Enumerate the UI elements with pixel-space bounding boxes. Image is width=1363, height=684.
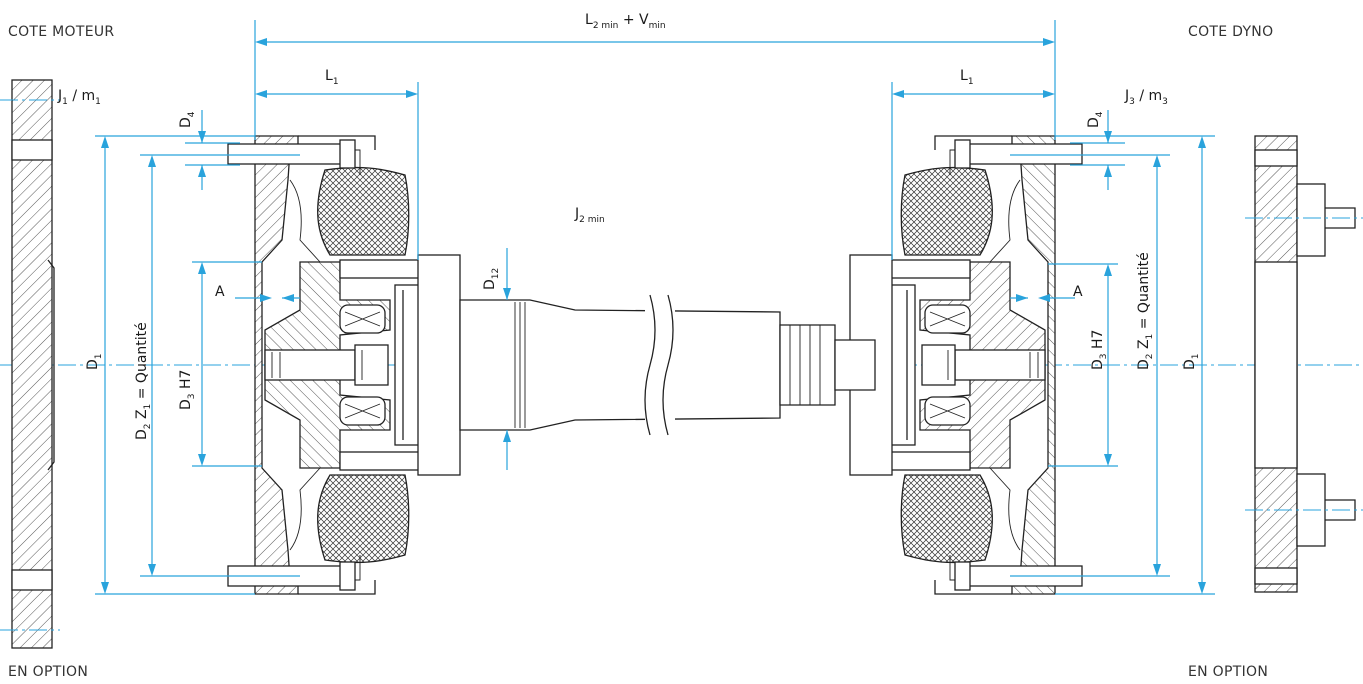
- dimension-a-left: A: [215, 284, 300, 302]
- dim-label-l1-left: L1: [325, 68, 339, 87]
- dim-label-d4-right: D4: [1086, 111, 1105, 128]
- option-label-left: EN OPTION: [8, 664, 88, 680]
- option-label-right: EN OPTION: [1188, 664, 1268, 680]
- dim-label-overall: L2 min + Vmin: [585, 12, 666, 31]
- dim-label-d4-left: D4: [178, 111, 197, 128]
- dim-label-d12: D12: [482, 268, 501, 290]
- optional-flange-left: [0, 79, 60, 649]
- dimension-l1-left: L1: [255, 68, 419, 260]
- dimension-d1-left: D1: [85, 135, 255, 595]
- dimension-d2-right: D2 Z1 = Quantité: [1010, 154, 1170, 577]
- dim-label-d2-z1-right: D2 Z1 = Quantité: [1136, 252, 1155, 370]
- dimension-d12: D12: [482, 248, 511, 470]
- drive-shaft: [459, 294, 876, 436]
- dimension-d4-left: D4: [178, 110, 240, 190]
- dim-label-d3-left: D3 H7: [178, 370, 197, 410]
- optional-flange-right: [1245, 135, 1363, 593]
- dimension-overall-length: L2 min + Vmin: [254, 12, 1056, 140]
- dimension-d2-left: D2 Z1 = Quantité: [134, 154, 300, 577]
- dimension-d3-left: D3 H7: [178, 261, 262, 467]
- dimension-a-right: A: [1010, 284, 1083, 302]
- dim-label-a-right: A: [1073, 284, 1083, 300]
- side-label-motor: COTE MOTEUR: [8, 24, 114, 40]
- side-label-dyno: COTE DYNO: [1188, 24, 1273, 40]
- dim-label-a-left: A: [215, 284, 225, 300]
- dim-label-d1-right: D1: [1182, 353, 1201, 370]
- dimension-l1-right: L1: [891, 68, 1055, 260]
- dim-label-l1-right: L1: [960, 68, 974, 87]
- dim-label-j2: J2 min: [574, 206, 605, 225]
- dimension-d3-right: D3 H7: [1048, 263, 1118, 467]
- dimension-d4-right: D4: [1070, 110, 1125, 190]
- dim-label-d3-right: D3 H7: [1090, 330, 1109, 370]
- dim-label-d1-left: D1: [85, 353, 104, 370]
- dim-label-j1-m1: J1 / m1: [57, 88, 101, 107]
- dim-label-d2-z1: D2 Z1 = Quantité: [134, 322, 153, 440]
- dimension-d1-right: D1: [1055, 135, 1215, 595]
- dim-label-j3-m3: J3 / m3: [1124, 88, 1168, 107]
